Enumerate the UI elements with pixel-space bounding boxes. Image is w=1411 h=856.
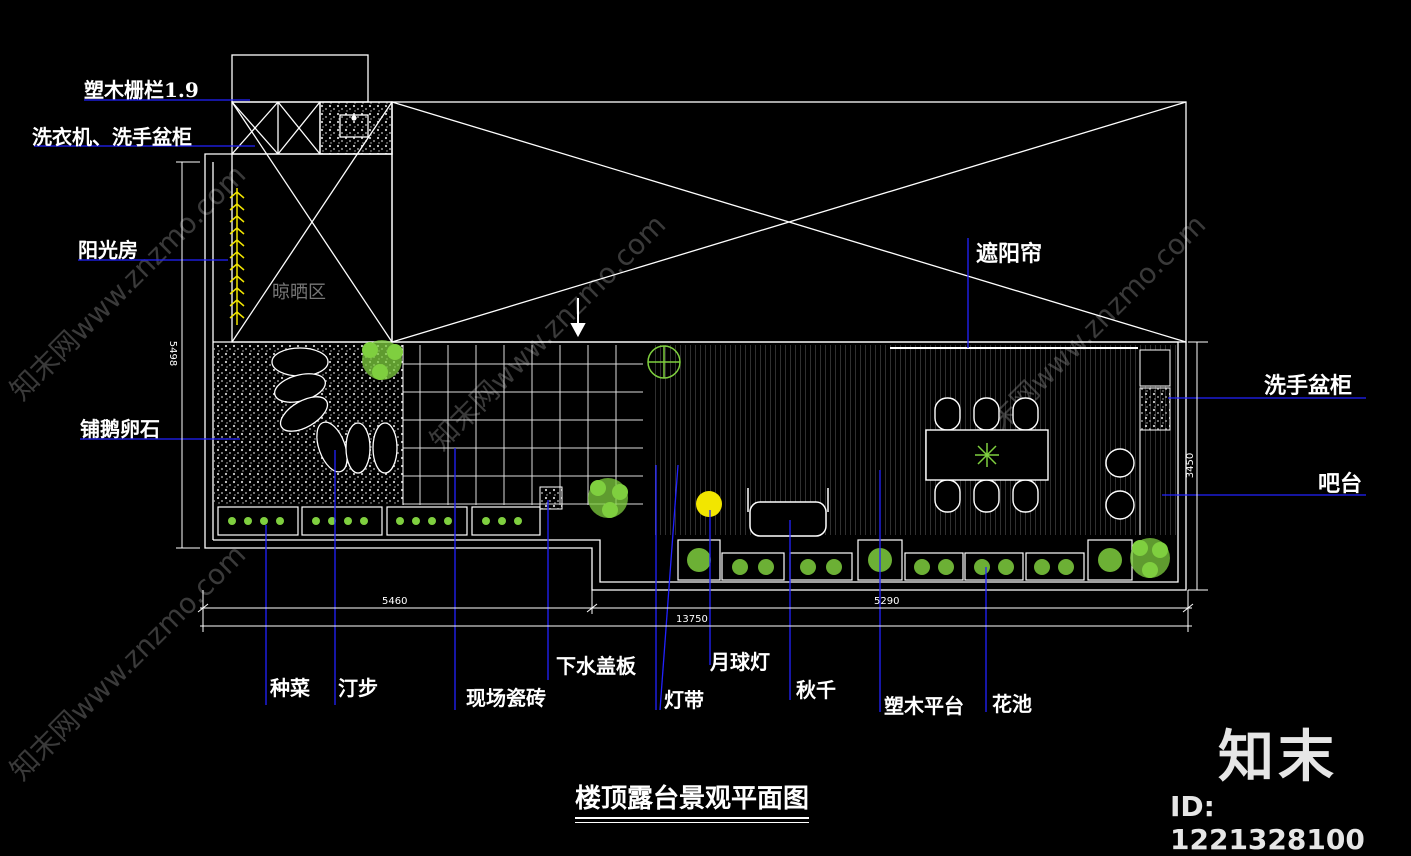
label-sink-cabinet: 洗手盆柜 <box>1264 373 1353 399</box>
vegetable-plants <box>228 517 522 525</box>
dimension-lines <box>176 161 1208 632</box>
dim-right-height: 3450 <box>1185 452 1197 479</box>
drain-cover <box>539 486 563 510</box>
label-light-strip: 灯带 <box>664 688 704 712</box>
stepping-stones <box>271 347 398 474</box>
label-drain-cover: 下水盖板 <box>556 654 636 678</box>
building-outline <box>204 54 1187 591</box>
label-planter: 花池 <box>992 692 1032 716</box>
label-pebbles: 铺鹅卵石 <box>80 417 160 441</box>
entry-arrow <box>570 298 586 338</box>
label-swing: 秋千 <box>796 678 836 702</box>
dim-right-width: 5290 <box>874 596 900 607</box>
tile-area <box>403 345 643 505</box>
sink-cabinet-right <box>1139 387 1171 431</box>
drying-zone-label: 晾晒区 <box>272 282 326 303</box>
label-moon-lamp: 月球灯 <box>710 650 770 674</box>
moon-lamp <box>696 491 722 517</box>
vegetable-beds <box>217 506 541 536</box>
wood-deck <box>655 345 1178 535</box>
bar-stools <box>1105 448 1135 520</box>
dim-left-width: 5460 <box>382 596 408 607</box>
label-washer: 洗衣机、洗手盆柜 <box>32 125 192 149</box>
table-plant <box>975 443 999 467</box>
swing <box>747 488 829 537</box>
tree-3 <box>647 345 681 379</box>
planter-plants <box>687 548 1122 575</box>
tree-1 <box>362 340 403 380</box>
label-awning: 遮阳帘 <box>976 241 1043 267</box>
label-stepping: 汀步 <box>338 676 378 700</box>
label-fence: 塑木栅栏1.9 <box>84 78 199 102</box>
sunroom-rack <box>229 188 245 325</box>
drawing-title: 楼顶露台景观平面图 <box>575 778 810 823</box>
label-sunroom: 阳光房 <box>78 238 138 262</box>
brand-id: ID: 1221328100 <box>1170 790 1365 856</box>
dim-left-height: 5498 <box>167 340 179 367</box>
label-tiles: 现场瓷砖 <box>466 686 546 710</box>
dim-total-width: 13750 <box>676 614 708 625</box>
leader-lines <box>34 99 1366 712</box>
tree-4 <box>1130 538 1170 578</box>
brand-logo: 知末 <box>1218 725 1338 790</box>
tree-2 <box>588 478 628 518</box>
label-vegetables: 种菜 <box>270 676 310 700</box>
label-bar: 吧台 <box>1318 471 1363 497</box>
label-wood-deck: 塑木平台 <box>884 694 964 718</box>
